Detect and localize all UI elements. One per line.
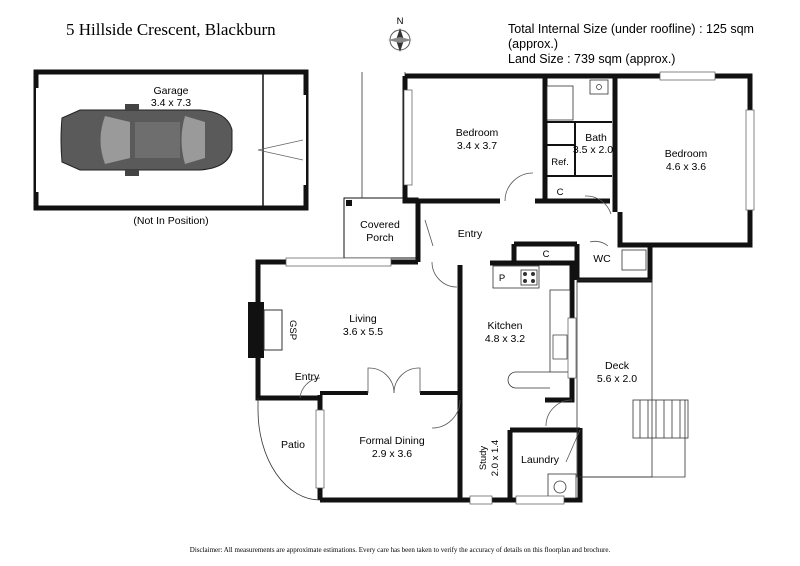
formal-dining-label: Formal Dining xyxy=(359,435,425,447)
patio-label: Patio xyxy=(281,439,305,451)
deck xyxy=(576,279,689,478)
kitchen-label: Kitchen xyxy=(487,320,522,332)
bedroom1-dims: 3.4 x 3.7 xyxy=(457,140,497,152)
closet1-label: C xyxy=(557,187,564,198)
property-address: 5 Hillside Crescent, Blackburn xyxy=(66,20,276,39)
deck-dims: 5.6 x 2.0 xyxy=(597,373,637,385)
living-label: Living xyxy=(349,313,377,325)
kitchen-dims: 4.8 x 3.2 xyxy=(485,333,525,345)
covered-porch-label-1: Covered xyxy=(360,219,400,231)
living-dims: 3.6 x 5.5 xyxy=(343,326,383,338)
bath-label: Bath xyxy=(585,132,607,144)
compass-north-label: N xyxy=(397,16,404,27)
entry-top-label: Entry xyxy=(458,228,483,240)
study-label: Study xyxy=(478,446,489,471)
land-size: Land Size : 739 sqm (approx.) xyxy=(508,52,676,66)
bedroom2-label: Bedroom xyxy=(665,148,708,160)
garage-label: Garage xyxy=(153,85,188,97)
bedroom2-dims: 4.6 x 3.6 xyxy=(666,161,706,173)
laundry-label: Laundry xyxy=(521,454,560,466)
garage xyxy=(33,69,309,211)
size-summary: Total Internal Size (under roofline) : 1… xyxy=(508,22,800,67)
study-dims: 2.0 x 1.4 xyxy=(490,440,501,476)
pantry-label: P xyxy=(499,273,505,284)
total-internal-size: Total Internal Size (under roofline) : 1… xyxy=(508,22,754,51)
disclaimer: Disclaimer: All measurements are approxi… xyxy=(189,546,611,554)
bedroom1-label: Bedroom xyxy=(456,127,499,139)
covered-porch-label-2: Porch xyxy=(366,232,394,244)
garage-dims: 3.4 x 7.3 xyxy=(151,97,191,109)
gsp-label: GSP xyxy=(287,320,298,340)
formal-dining-dims: 2.9 x 3.6 xyxy=(372,448,412,460)
garage-note: (Not In Position) xyxy=(133,215,208,227)
bath-dims: 3.5 x 2.0 xyxy=(573,144,613,156)
closet2-label: C xyxy=(543,249,550,260)
entry-living-label: Entry xyxy=(295,371,320,383)
wc-label: WC xyxy=(593,253,611,265)
car-icon xyxy=(60,104,233,176)
compass: N xyxy=(388,16,412,52)
deck-label: Deck xyxy=(605,360,630,372)
ref-label: Ref. xyxy=(551,157,568,168)
